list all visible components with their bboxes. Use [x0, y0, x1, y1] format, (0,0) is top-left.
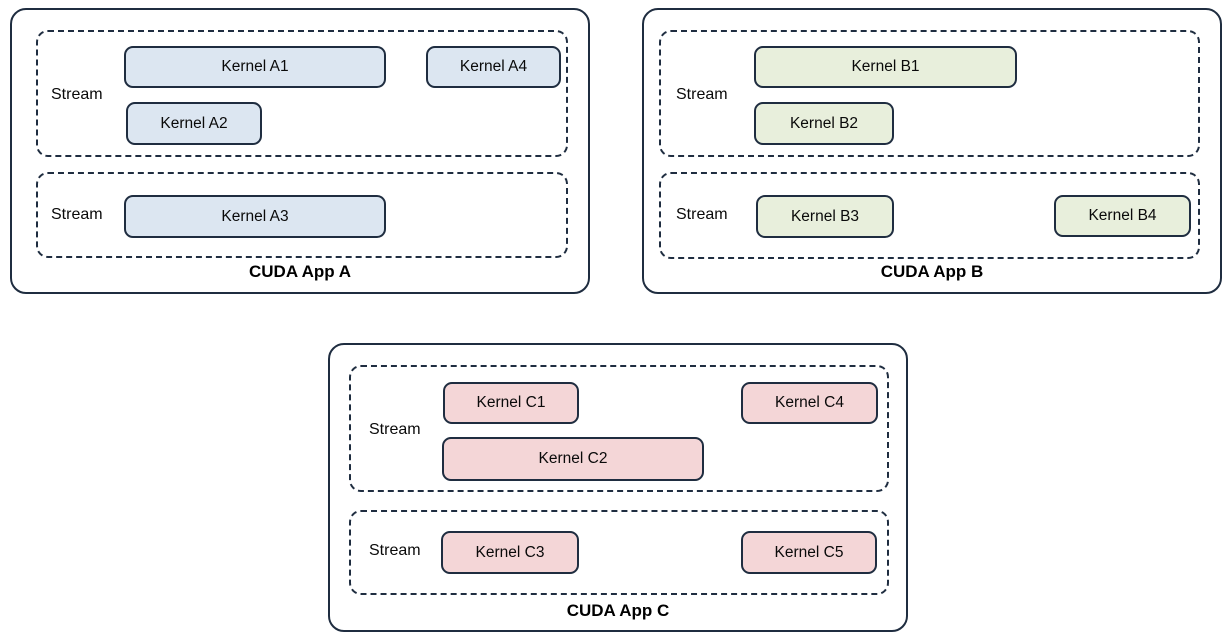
cuda-app-c-box: Stream Kernel C1 Kernel C4 Kernel C2 Str…: [328, 343, 908, 632]
kernel-c4: Kernel C4: [741, 382, 878, 424]
cuda-app-a-box: Stream Kernel A1 Kernel A4 Kernel A2 Str…: [10, 8, 590, 294]
kernel-b2: Kernel B2: [754, 102, 894, 145]
kernel-c1: Kernel C1: [443, 382, 579, 424]
kernel-c5: Kernel C5: [741, 531, 877, 574]
app-b-stream-1-box: Stream Kernel B1 Kernel B2: [659, 30, 1200, 157]
stream-label: Stream: [51, 206, 103, 223]
kernel-c2: Kernel C2: [442, 437, 704, 481]
app-c-stream-2-box: Stream Kernel C3 Kernel C5: [349, 510, 889, 595]
stream-label: Stream: [51, 86, 103, 103]
kernel-c3: Kernel C3: [441, 531, 579, 574]
kernel-a3: Kernel A3: [124, 195, 386, 238]
kernel-b1: Kernel B1: [754, 46, 1017, 88]
stream-label: Stream: [369, 421, 421, 438]
kernel-b4: Kernel B4: [1054, 195, 1191, 237]
app-c-stream-1-box: Stream Kernel C1 Kernel C4 Kernel C2: [349, 365, 889, 492]
app-a-title: CUDA App A: [249, 262, 351, 281]
app-a-stream-1-box: Stream Kernel A1 Kernel A4 Kernel A2: [36, 30, 568, 157]
kernel-a4: Kernel A4: [426, 46, 561, 88]
kernel-a1: Kernel A1: [124, 46, 386, 88]
app-a-stream-2-box: Stream Kernel A3: [36, 172, 568, 258]
kernel-b3: Kernel B3: [756, 195, 894, 238]
cuda-app-b-box: Stream Kernel B1 Kernel B2 Stream Kernel…: [642, 8, 1222, 294]
stream-label: Stream: [676, 86, 728, 103]
stream-label: Stream: [676, 206, 728, 223]
app-c-title: CUDA App C: [566, 601, 670, 620]
stream-label: Stream: [369, 542, 421, 559]
kernel-a2: Kernel A2: [126, 102, 262, 145]
app-b-title: CUDA App B: [880, 262, 984, 281]
app-b-stream-2-box: Stream Kernel B3 Kernel B4: [659, 172, 1200, 259]
